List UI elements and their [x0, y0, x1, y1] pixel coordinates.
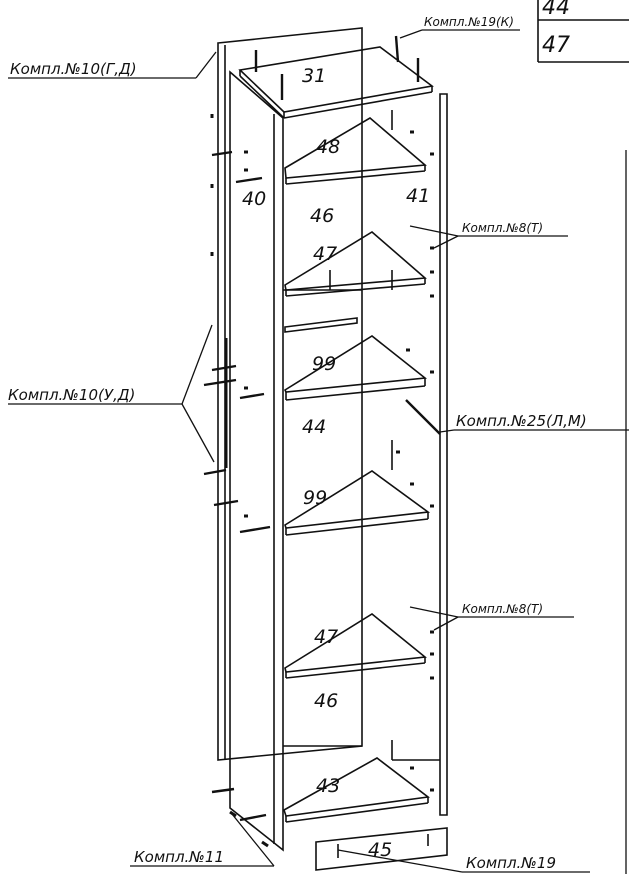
bottom-panel — [283, 757, 431, 823]
part-47-top: 47 — [313, 243, 337, 265]
shelf-47-bottom — [284, 613, 427, 679]
part-99-top: 99 — [312, 353, 336, 375]
part-41: 41 — [406, 185, 430, 207]
top-panel — [238, 46, 434, 119]
part-44: 44 — [302, 416, 326, 438]
shelf-99-bottom — [284, 470, 431, 536]
table-row-2: 47 — [542, 33, 570, 58]
label-komp10-gd: Компл.№10(Г,Д) — [10, 60, 137, 78]
label-komp11: Компл.№11 — [134, 848, 224, 866]
part-99-bottom: 99 — [303, 487, 327, 509]
fasteners — [203, 35, 441, 822]
part-43: 43 — [316, 775, 340, 797]
plinth-panel — [315, 827, 448, 871]
label-komp8-t-top: Компл.№8(Т) — [462, 221, 543, 235]
left-side-panel — [229, 70, 284, 852]
part-46-bottom: 46 — [314, 690, 338, 712]
shelf-99-top — [283, 335, 428, 401]
label-komp10-ud: Компл.№10(У,Д) — [8, 386, 135, 404]
dowel-marks — [210, 114, 434, 848]
part-31: 31 — [302, 65, 326, 87]
shelf-47-top — [284, 231, 427, 297]
label-komp19: Компл.№19 — [466, 854, 556, 872]
part-47-bottom: 47 — [314, 626, 338, 648]
label-komp19-k: Компл.№19(К) — [424, 15, 514, 29]
label-komp25-lm: Компл.№25(Л,М) — [456, 412, 587, 430]
spec-table — [537, 0, 629, 63]
part-48: 48 — [316, 136, 340, 158]
label-komp8-t-bottom: Компл.№8(Т) — [462, 602, 543, 616]
back-rail — [284, 317, 358, 333]
shelf-48 — [284, 117, 427, 185]
leader-lines — [8, 29, 629, 874]
table-row-1: 44 — [542, 0, 570, 20]
part-46-top: 46 — [310, 205, 334, 227]
part-40: 40 — [242, 188, 266, 210]
part-45: 45 — [368, 839, 392, 861]
